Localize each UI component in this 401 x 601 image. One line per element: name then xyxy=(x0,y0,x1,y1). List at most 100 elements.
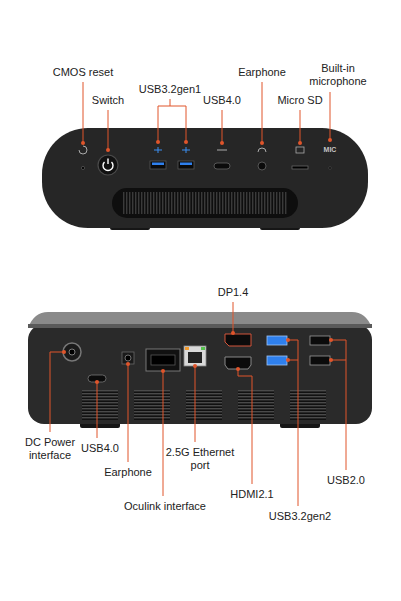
leader-dots xyxy=(62,331,333,384)
leader-line xyxy=(163,371,164,496)
leader-dot xyxy=(62,350,66,354)
leader-dot xyxy=(106,148,110,152)
vent xyxy=(134,390,170,420)
leader-dots xyxy=(81,138,332,152)
housing xyxy=(42,128,368,228)
vent xyxy=(186,390,222,420)
usb-c-icon xyxy=(217,150,227,151)
leader-dot xyxy=(329,338,333,342)
leader-line xyxy=(300,110,301,143)
leader-line xyxy=(83,82,84,143)
mic-hole xyxy=(329,167,332,170)
leader-bracket xyxy=(158,99,186,142)
leader-dot xyxy=(286,358,290,362)
port-label: Earphone xyxy=(104,466,152,479)
usb-a-port xyxy=(150,161,166,169)
leader-dot xyxy=(220,141,224,145)
panel-marking: MIC xyxy=(324,146,337,154)
vent xyxy=(186,390,222,420)
leader-dot xyxy=(156,140,160,144)
leader-line xyxy=(50,352,64,432)
leader-line xyxy=(233,302,234,333)
port-label: USB2.0 xyxy=(327,474,365,487)
leader-dot xyxy=(328,138,332,142)
usb-a-tongue xyxy=(152,163,164,166)
port-label: Earphone xyxy=(238,66,286,79)
leader-dot xyxy=(161,369,165,373)
usb-a-tongue xyxy=(180,163,192,166)
usb-icon xyxy=(154,147,162,153)
leader-line xyxy=(330,92,331,140)
leader-dot xyxy=(95,380,99,384)
vent xyxy=(290,390,326,420)
vent xyxy=(82,390,118,420)
leader-dot xyxy=(184,140,188,144)
front-panel xyxy=(42,128,368,230)
ethernet-led xyxy=(185,347,189,350)
ethernet-led xyxy=(201,347,205,350)
usb-c-port xyxy=(214,163,230,169)
leader-bracket xyxy=(288,340,298,506)
sd-slot xyxy=(292,166,308,169)
port-label: 2.5G Ethernet port xyxy=(165,446,235,472)
port-label: USB4.0 xyxy=(203,94,241,107)
vent xyxy=(238,390,274,420)
ethernet-socket xyxy=(188,352,202,363)
port-label: Switch xyxy=(92,94,124,107)
vent xyxy=(82,390,118,420)
port-label: Oculink interface xyxy=(124,500,206,513)
dc-jack xyxy=(63,343,81,361)
usb-a-port xyxy=(267,356,287,365)
leader-lines xyxy=(50,302,346,506)
dp-port xyxy=(225,334,251,346)
leader-line xyxy=(238,369,252,484)
top-face xyxy=(28,312,372,328)
leader-dot xyxy=(231,331,235,335)
usb-a-port xyxy=(178,161,194,169)
leader-dot xyxy=(81,141,85,145)
leader-dot xyxy=(260,141,264,145)
rear-panel xyxy=(28,312,372,428)
leader-dot xyxy=(193,364,197,368)
leader-bracket xyxy=(331,340,346,470)
power-button xyxy=(98,155,118,175)
vent xyxy=(290,390,326,420)
usb-a-port xyxy=(310,356,330,365)
leader-line xyxy=(97,382,98,438)
leader-dot xyxy=(236,367,240,371)
port-label: USB3.2gen2 xyxy=(269,510,331,523)
usb-a-port xyxy=(310,336,330,345)
top-edge xyxy=(28,324,372,328)
port-label: DC Power interface xyxy=(18,436,82,462)
leader-dot xyxy=(286,338,290,342)
leader-lines xyxy=(83,82,330,150)
port-label: Built-in microphone xyxy=(305,62,371,88)
leader-dot xyxy=(126,362,130,366)
port-label: USB4.0 xyxy=(81,442,119,455)
leader-dot xyxy=(298,141,302,145)
leader-line xyxy=(222,110,223,143)
vents xyxy=(82,390,326,420)
usb-icon xyxy=(182,147,190,153)
audio-jack xyxy=(258,162,266,170)
housing xyxy=(28,324,372,424)
ethernet-port xyxy=(184,346,206,366)
vent-grille xyxy=(112,188,298,218)
sd-icon xyxy=(296,147,304,153)
vent xyxy=(134,390,170,420)
oculink-port xyxy=(146,349,180,371)
leader-line xyxy=(262,82,263,143)
port-label: DP1.4 xyxy=(218,286,249,299)
leader-line xyxy=(195,366,196,442)
port-label: Micro SD xyxy=(277,94,322,107)
audio-hole xyxy=(125,355,131,361)
power-icon xyxy=(107,159,108,165)
vent-slots xyxy=(122,192,288,214)
vent xyxy=(238,390,274,420)
port-label: HDMI2.1 xyxy=(230,488,273,501)
leader-line xyxy=(128,364,129,462)
dc-pin xyxy=(69,349,75,355)
oculink-inner xyxy=(151,355,175,365)
port-label: USB3.2gen1 xyxy=(139,83,201,96)
